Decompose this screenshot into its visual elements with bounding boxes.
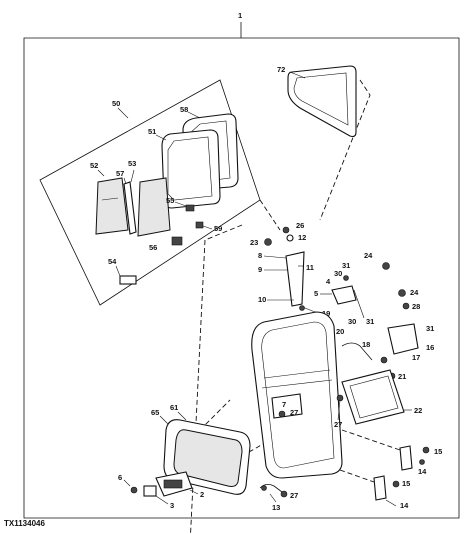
callout-9: 9 <box>258 265 262 274</box>
callout-20: 20 <box>336 327 344 336</box>
callout-17: 17 <box>412 353 420 362</box>
screw-6 <box>130 486 138 494</box>
callout-13: 13 <box>272 503 280 512</box>
callout-31c: 31 <box>426 324 434 333</box>
grab-handle-13 <box>259 484 283 493</box>
screw-31a <box>343 275 349 281</box>
callout-59: 59 <box>214 224 222 233</box>
callout-26: 26 <box>296 221 304 230</box>
callout-23: 23 <box>250 238 258 247</box>
callout-22: 22 <box>414 406 422 415</box>
callout-14a: 14 <box>418 467 427 476</box>
clip-56 <box>171 236 183 246</box>
callout-56: 56 <box>149 243 157 252</box>
callout-3: 3 <box>170 501 174 510</box>
sliding-glass <box>137 177 171 237</box>
plate-16 <box>387 323 419 355</box>
lower-glass-65 <box>173 429 243 487</box>
callout-27c: 27 <box>290 491 298 500</box>
callout-30b: 30 <box>348 317 356 326</box>
bolt-23 <box>264 238 272 246</box>
bolt-24a <box>382 262 390 270</box>
glass-pane-52 <box>95 177 129 235</box>
callout-65: 65 <box>151 408 159 417</box>
callout-27a: 27 <box>290 408 298 417</box>
figure-reference: TX1134046 <box>4 519 45 528</box>
catch-59 <box>195 221 204 229</box>
window-frame-51 <box>161 129 221 209</box>
callout-52: 52 <box>90 161 98 170</box>
callout-19: 19 <box>322 309 330 318</box>
washer-12 <box>286 234 294 242</box>
callout-21: 21 <box>398 372 406 381</box>
bolt-27c <box>280 490 288 498</box>
upper-seal-72 <box>287 65 357 138</box>
bolt-24b <box>398 289 406 297</box>
callout-14b: 14 <box>400 501 409 510</box>
callout-28: 28 <box>412 302 420 311</box>
callout-50: 50 <box>112 99 120 108</box>
channel-54 <box>119 275 137 285</box>
callout-8: 8 <box>258 251 262 260</box>
callout-2: 2 <box>200 490 204 499</box>
callout-18: 18 <box>362 340 370 349</box>
callout-58: 58 <box>180 105 188 114</box>
hinge-14a <box>399 445 413 471</box>
callout-10: 10 <box>258 295 266 304</box>
callout-24b: 24 <box>410 288 419 297</box>
callout-6: 6 <box>118 473 122 482</box>
callout-61: 61 <box>170 403 178 412</box>
assembly-frame <box>23 37 460 519</box>
handle-pull <box>163 479 183 489</box>
callout-24a: 24 <box>364 251 373 260</box>
rod-18 <box>341 342 373 361</box>
callout-51: 51 <box>148 127 156 136</box>
seal-strip-53 <box>123 181 137 235</box>
callout-7: 7 <box>282 400 286 409</box>
bolt-27a <box>278 410 286 418</box>
hinge-14b <box>373 475 387 501</box>
callout-15b: 15 <box>402 479 410 488</box>
callout-12: 12 <box>298 233 306 242</box>
callout-4: 4 <box>326 277 331 286</box>
callout-27b: 27 <box>334 420 342 429</box>
bracket-9 <box>285 251 305 307</box>
callout-72: 72 <box>277 65 285 74</box>
hinge-bracket-5 <box>331 285 357 305</box>
callout-54: 54 <box>108 257 117 266</box>
callout-31a: 31 <box>342 261 350 270</box>
latch-55 <box>185 204 195 212</box>
escutcheon-3 <box>143 485 157 497</box>
callout-16: 16 <box>426 343 434 352</box>
callout-11: 11 <box>306 263 314 272</box>
callout-1: 1 <box>238 11 242 20</box>
callout-31b: 31 <box>366 317 374 326</box>
callout-55: 55 <box>166 196 174 205</box>
callout-30a: 30 <box>334 269 342 278</box>
nut-26 <box>282 226 290 234</box>
callout-57: 57 <box>116 169 124 178</box>
callout-53: 53 <box>128 159 136 168</box>
callout-5: 5 <box>314 289 318 298</box>
callout-15a: 15 <box>434 447 442 456</box>
bolt-28 <box>402 302 410 310</box>
